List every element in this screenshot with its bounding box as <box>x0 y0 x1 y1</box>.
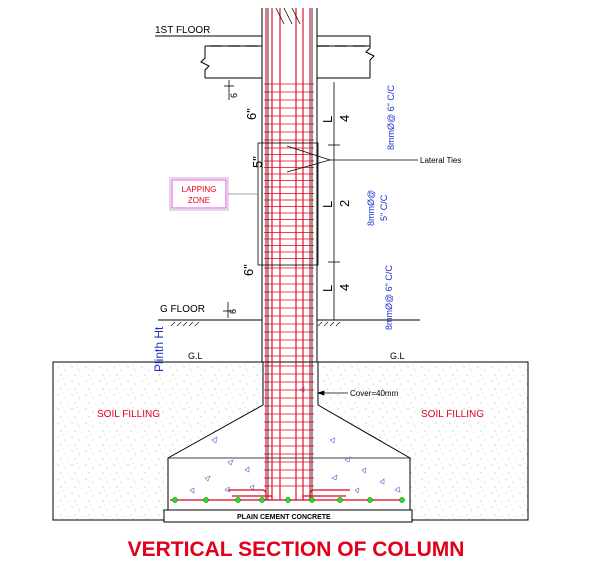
small-6-top: 6 <box>229 93 239 98</box>
ties-bot-label: 8mmØ@ 6" C/C <box>384 265 394 330</box>
drawing-title: VERTICAL SECTION OF COLUMN <box>128 538 465 561</box>
ties-mid-label-a: 8mmØ@ <box>366 190 376 226</box>
pcc-layer <box>163 509 413 523</box>
lapping-zone-box <box>257 142 319 266</box>
gl-right-label: G.L <box>390 351 405 361</box>
main-bars <box>265 8 311 500</box>
pcc-label: PLAIN CEMENT CONCRETE <box>237 514 331 521</box>
soil-left-label: SOIL FILLING <box>97 409 160 420</box>
l-bot-div: 4 <box>337 284 352 291</box>
lapping-label-2: ZONE <box>188 196 210 205</box>
soil-right-label: SOIL FILLING <box>421 409 484 420</box>
first-floor-label: 1ST FLOOR <box>155 25 210 36</box>
bar-outline <box>267 7 313 500</box>
small-6-bot: 6 <box>228 309 238 314</box>
dim-6-bot: 6" <box>241 264 256 276</box>
gl-left-label: G.L <box>188 351 203 361</box>
lateral-ties-pointer <box>286 145 418 173</box>
ground-floor-label: G FLOOR <box>160 304 205 315</box>
first-floor-slab <box>155 35 375 79</box>
concrete-specks <box>189 386 401 494</box>
plinth-label: Plinth Ht <box>152 326 166 372</box>
dim-6-top: 6" <box>244 108 259 120</box>
l-mid-div: 2 <box>337 200 352 207</box>
ties-mid-label-b: 5" C/C <box>379 194 389 221</box>
l-top-div: 4 <box>337 115 352 122</box>
bottom-bars <box>172 497 405 503</box>
lapping-label-1: LAPPING <box>182 185 217 194</box>
lapping-label-inner <box>171 179 227 209</box>
dim-5: 5" <box>250 156 265 168</box>
lateral-ties-label: Lateral Ties <box>420 156 461 165</box>
l-mid: L <box>320 201 335 208</box>
l-bot: L <box>320 285 335 292</box>
ties-top-label: 8mmØ@ 6" C/C <box>386 85 396 150</box>
dimension-lines <box>223 80 340 321</box>
cover-label: Cover=40mm <box>350 389 399 398</box>
cover-pointer <box>316 390 348 396</box>
l-top: L <box>320 116 335 123</box>
ground-hatch <box>170 321 341 327</box>
